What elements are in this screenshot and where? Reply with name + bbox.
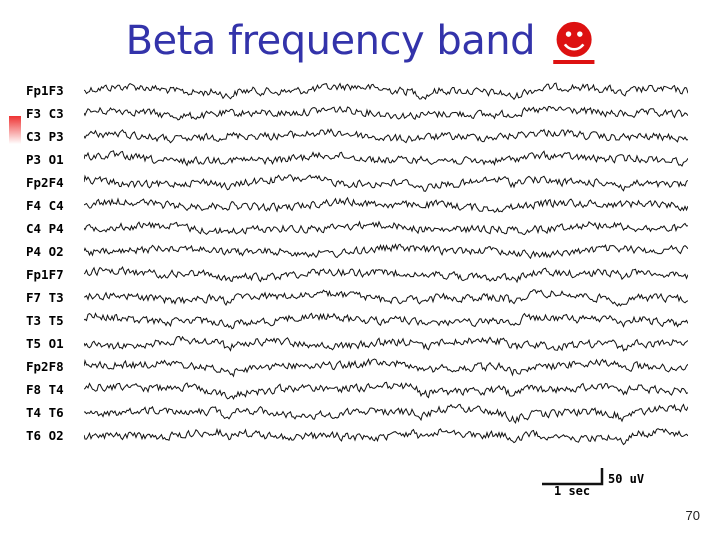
channel-label: T6 O2	[26, 428, 64, 443]
slide-bullet-marker	[9, 116, 21, 144]
eeg-trace	[84, 105, 688, 121]
channel-label: Fp2F4	[26, 175, 64, 190]
slide-title: Beta frequency band ☻	[0, 18, 720, 64]
eeg-trace	[84, 174, 688, 192]
channel-label: Fp2F8	[26, 359, 64, 374]
eeg-traces	[84, 82, 688, 446]
channel-label: F8 T4	[26, 382, 64, 397]
eeg-trace	[84, 312, 688, 330]
eeg-trace	[84, 289, 688, 307]
scale-bar-icon	[542, 468, 604, 486]
eeg-trace	[84, 128, 688, 144]
eeg-trace	[84, 381, 688, 401]
channel-label: T5 O1	[26, 336, 64, 351]
smiley-icon: ☻	[553, 18, 595, 64]
channel-label: T3 T5	[26, 313, 64, 328]
eeg-trace	[84, 150, 688, 167]
scale-amplitude-label: 50 uV	[608, 472, 645, 486]
eeg-trace	[84, 403, 688, 425]
eeg-trace	[84, 196, 688, 213]
channel-label: P4 O2	[26, 244, 64, 259]
title-text: Beta frequency band	[125, 18, 536, 64]
eeg-trace	[84, 243, 688, 260]
eeg-trace	[84, 427, 688, 446]
scale-time-label: 1 sec	[554, 484, 591, 498]
channel-label: F7 T3	[26, 290, 64, 305]
channel-label: C4 P4	[26, 221, 64, 236]
channel-label: P3 O1	[26, 152, 64, 167]
eeg-trace	[84, 220, 688, 236]
eeg-trace	[84, 266, 688, 284]
channel-label: C3 P3	[26, 129, 64, 144]
channel-label: F3 C3	[26, 106, 64, 121]
eeg-trace	[84, 82, 688, 101]
page-number: 70	[685, 508, 700, 523]
channel-label: F4 C4	[26, 198, 64, 213]
channel-label: T4 T6	[26, 405, 64, 420]
eeg-trace	[84, 358, 688, 378]
eeg-trace	[84, 335, 688, 352]
channel-label: Fp1F3	[26, 83, 64, 98]
channel-label: Fp1F7	[26, 267, 64, 282]
